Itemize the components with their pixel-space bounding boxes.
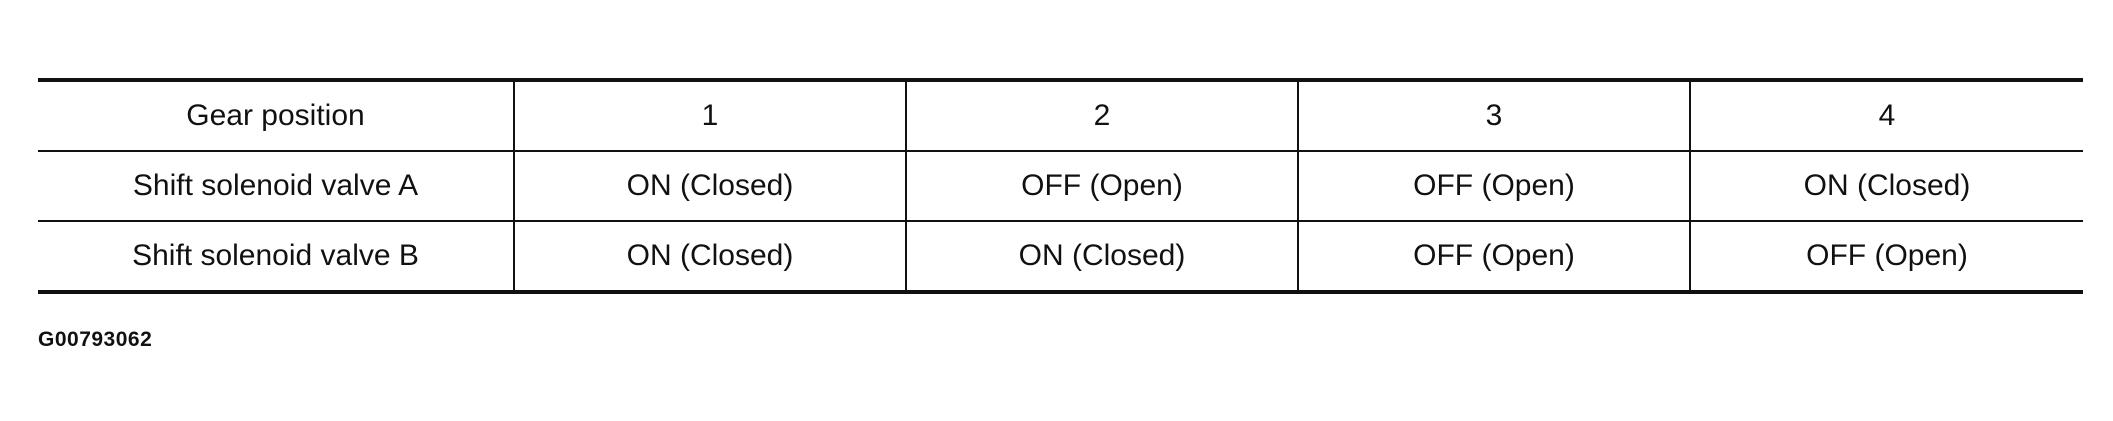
table-row-solenoid-a: Shift solenoid valve A ON (Closed) OFF (… — [38, 150, 2083, 221]
figure-id: G00793062 — [38, 328, 153, 351]
cell-solenoid-a-gear-3: OFF (Open) — [1297, 150, 1690, 221]
table-row-solenoid-b: Shift solenoid valve B ON (Closed) ON (C… — [38, 220, 2083, 292]
header-cell-gear-1: 1 — [513, 80, 906, 151]
cell-solenoid-b-gear-1: ON (Closed) — [513, 220, 906, 292]
cell-solenoid-a-gear-4: ON (Closed) — [1689, 150, 2083, 221]
header-cell-gear-3: 3 — [1297, 80, 1690, 151]
table-header-row: Gear position 1 2 3 4 — [38, 80, 2083, 151]
header-cell-gear-position: Gear position — [186, 99, 365, 132]
cell-solenoid-b-gear-3: OFF (Open) — [1297, 220, 1690, 292]
header-cell-gear-4: 4 — [1689, 80, 2083, 151]
cell-solenoid-a-gear-1: ON (Closed) — [513, 150, 906, 221]
cell-solenoid-a-gear-2: OFF (Open) — [905, 150, 1298, 221]
header-cell-gear-2: 2 — [905, 80, 1298, 151]
row-label-solenoid-a: Shift solenoid valve A — [38, 150, 514, 221]
solenoid-table-container: Gear position 1 2 3 4 Shift solenoid val… — [38, 78, 2083, 294]
cell-solenoid-b-gear-2: ON (Closed) — [905, 220, 1298, 292]
row-label-solenoid-b: Shift solenoid valve B — [38, 220, 514, 292]
cell-solenoid-b-gear-4: OFF (Open) — [1689, 220, 2083, 292]
shift-solenoid-table: Gear position 1 2 3 4 Shift solenoid val… — [38, 78, 2083, 294]
